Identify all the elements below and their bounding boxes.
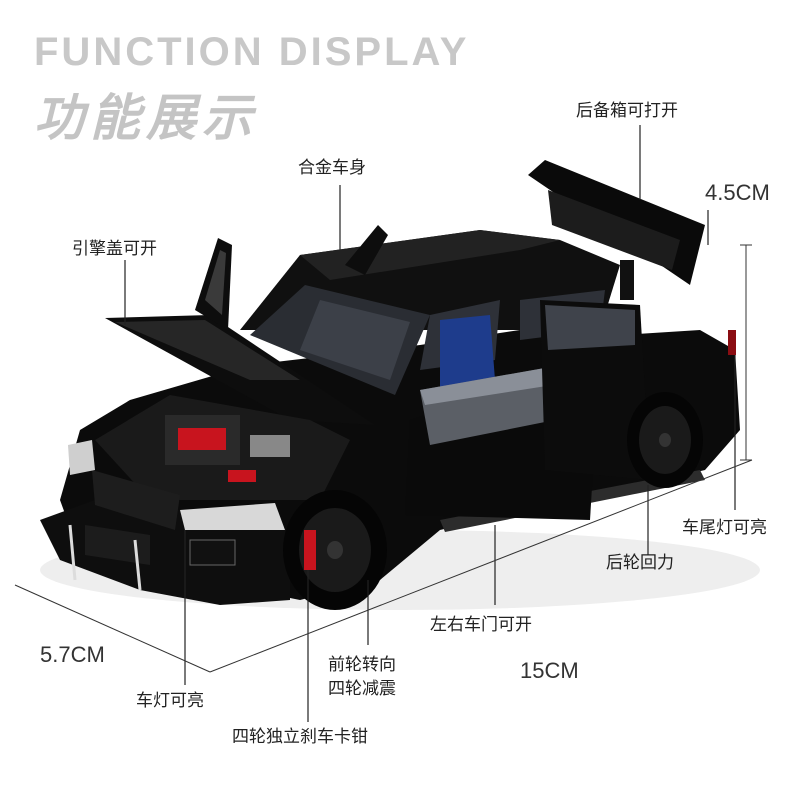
heading-english: FUNCTION DISPLAY: [34, 30, 470, 74]
label-hood: 引擎盖可开: [72, 239, 157, 259]
label-alloy-body: 合金车身: [298, 158, 366, 178]
label-doors: 左右车门可开: [430, 615, 532, 635]
front-wheel: [283, 490, 387, 610]
label-steering: 前轮转向: [328, 655, 396, 675]
label-suspension: 四轮减震: [328, 679, 396, 699]
rear-wheel: [627, 392, 703, 488]
open-hood: [105, 315, 375, 425]
engine-bay: [95, 395, 350, 500]
label-trunk: 后备箱可打开: [576, 101, 678, 121]
label-brakes: 四轮独立刹车卡钳: [232, 727, 368, 747]
label-taillight: 车尾灯可亮: [682, 518, 767, 538]
headlights: [68, 440, 285, 530]
scissor-doors: [195, 225, 388, 330]
leader-lines: [124, 125, 736, 722]
tail-light: [728, 330, 736, 355]
dimension-lines: [14, 244, 753, 673]
open-door-rear: [540, 300, 650, 480]
label-rear-wheel: 后轮回力: [606, 553, 674, 573]
dimension-length: 15CM: [520, 658, 579, 683]
label-headlight: 车灯可亮: [136, 691, 204, 711]
dimension-height: 4.5CM: [705, 180, 770, 205]
rear-spoiler: [528, 160, 705, 300]
heading-chinese: 功能展示: [34, 89, 258, 147]
dimension-width: 5.7CM: [40, 642, 105, 667]
